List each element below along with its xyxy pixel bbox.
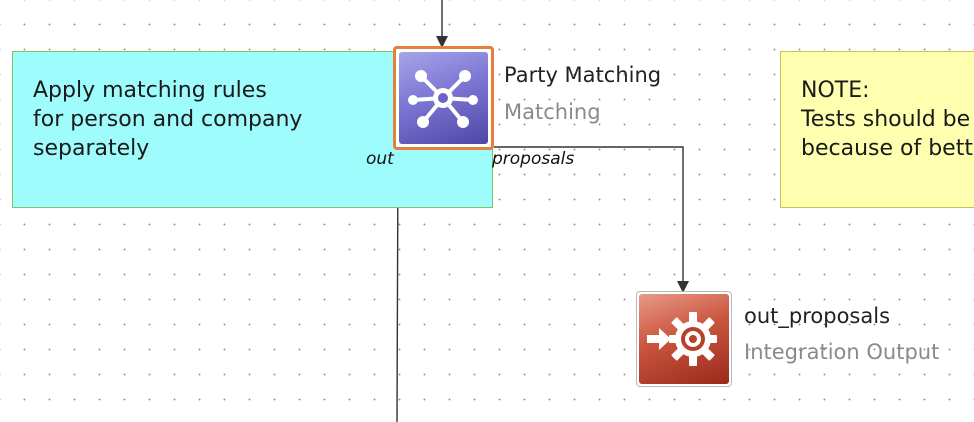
note-line: Tests should be	[801, 107, 971, 132]
annotation-note-yellow[interactable]: NOTE: Tests should be because of bette	[780, 51, 974, 208]
party-matching-node[interactable]	[393, 46, 494, 150]
note-line: for person and company	[33, 107, 303, 132]
note-line: NOTE:	[801, 78, 870, 103]
node-title: out_proposals	[744, 304, 891, 328]
node-title: Party Matching	[504, 63, 662, 87]
network-hub-icon	[399, 52, 488, 144]
note-line: separately	[33, 136, 150, 161]
note-line: because of bette	[801, 136, 974, 161]
port-label-out: out	[366, 149, 394, 169]
gear-with-arrow-icon	[639, 294, 729, 384]
node-subtitle: Matching	[504, 100, 601, 124]
integration-output-node[interactable]	[636, 291, 732, 387]
port-label-proposals: proposals	[492, 149, 575, 169]
proposals-edge[interactable]	[494, 146, 689, 293]
note-line: Apply matching rules	[33, 78, 267, 103]
node-subtitle: Integration Output	[744, 340, 940, 364]
